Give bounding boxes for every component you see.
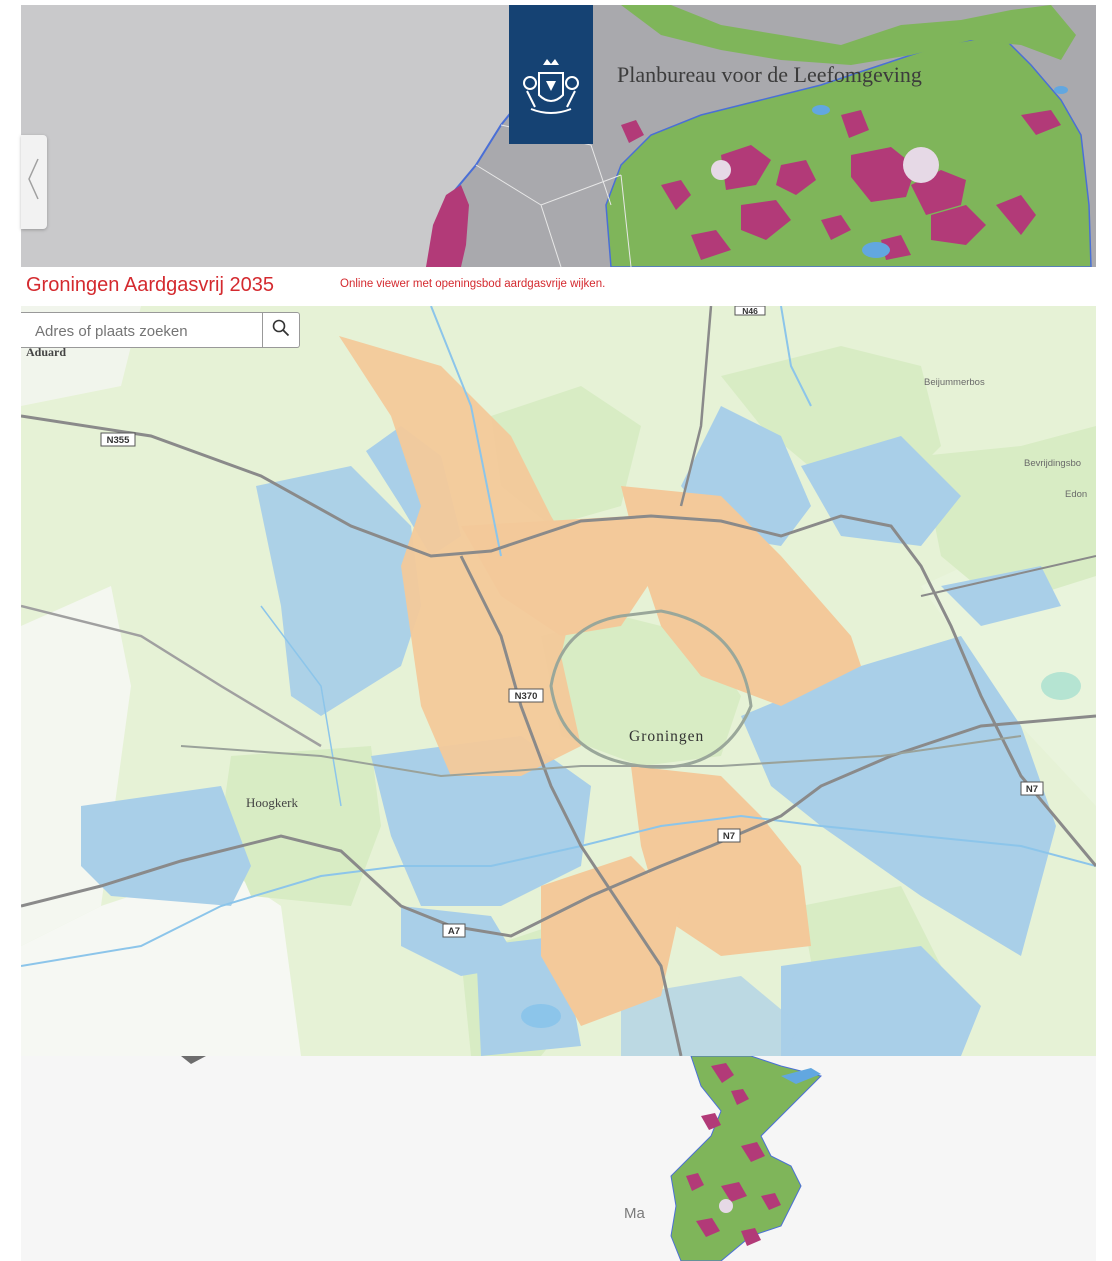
svg-text:N7: N7 bbox=[723, 831, 735, 842]
main-map[interactable]: N355 N370 N7 N7 A7 N46 Groningen Hoogker… bbox=[21, 306, 1096, 1056]
road-shield-a7: A7 bbox=[442, 923, 466, 938]
page-subtitle: Online viewer met openingsbod aardgasvri… bbox=[340, 278, 606, 290]
search-button[interactable] bbox=[262, 313, 299, 347]
place-label-groningen: Groningen bbox=[629, 728, 704, 745]
road-shield-n7-center: N7 bbox=[717, 828, 741, 843]
place-label-beijummerbos: Beijummerbos bbox=[924, 377, 985, 388]
place-label-bevrijdingsbos: Bevrijdingsbo bbox=[1024, 458, 1081, 469]
search-input[interactable] bbox=[33, 313, 267, 349]
organization-name: Planbureau voor de Leefomgeving bbox=[617, 62, 922, 87]
chevron-left-icon bbox=[27, 157, 41, 208]
bottom-overview-map[interactable] bbox=[21, 1056, 1096, 1261]
place-label-edon: Edon bbox=[1065, 489, 1087, 500]
coat-of-arms-icon bbox=[521, 51, 581, 144]
road-shield-n46: N46 bbox=[734, 306, 766, 316]
svg-text:N7: N7 bbox=[1026, 784, 1038, 795]
page-title: Groningen Aardgasvrij 2035 bbox=[26, 274, 274, 296]
previous-panel-tab[interactable] bbox=[21, 135, 47, 229]
road-shield-n7-east: N7 bbox=[1020, 781, 1044, 796]
svg-text:N370: N370 bbox=[515, 691, 538, 702]
search-widget bbox=[21, 312, 300, 349]
svg-text:A7: A7 bbox=[448, 926, 460, 937]
svg-text:N46: N46 bbox=[742, 306, 758, 316]
place-label-hoogkerk: Hoogkerk bbox=[246, 795, 298, 810]
magnifier-icon bbox=[272, 319, 290, 342]
road-shield-n370: N370 bbox=[508, 688, 544, 703]
app-header: Groningen Aardgasvrij 2035 Online viewer… bbox=[21, 267, 1096, 307]
rijksoverheid-logo bbox=[509, 5, 593, 144]
bottom-place-label: Ma bbox=[624, 1205, 645, 1222]
svg-text:N355: N355 bbox=[107, 435, 130, 446]
road-shield-n355: N355 bbox=[100, 432, 136, 447]
